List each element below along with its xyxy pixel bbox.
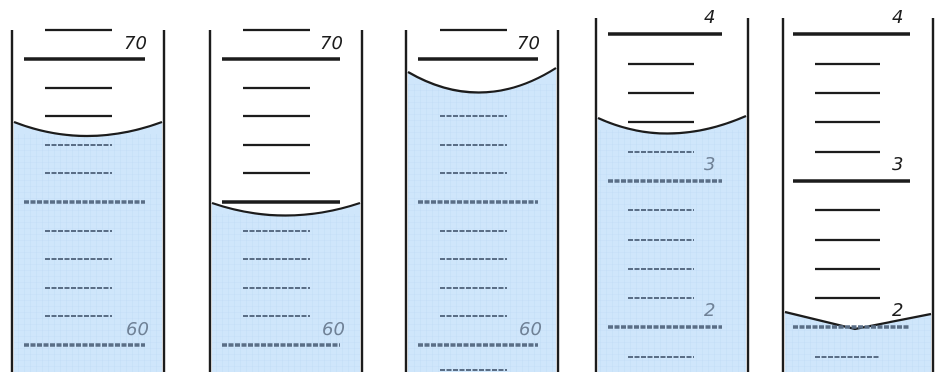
meniscus-line: [407, 67, 557, 94]
cylinder-3: 70 60: [404, 28, 560, 372]
graduation-marks: [418, 28, 538, 371]
cylinder-2: 70 60: [208, 28, 364, 372]
liquid-grid: [408, 84, 556, 372]
scale-label-top: 4: [892, 7, 903, 28]
graduation-marks: [793, 32, 910, 358]
scale-label-bottom: 60: [519, 319, 542, 340]
scale-label-bottom: 2: [704, 300, 715, 321]
scale-label-top: 70: [124, 33, 147, 54]
scale-label-top: 70: [320, 33, 343, 54]
scale-label-top: 70: [517, 33, 540, 54]
scale-label-middle: 3: [704, 154, 715, 175]
graduation-marks: [24, 28, 145, 347]
graduation-marks: [608, 32, 722, 358]
scale-label-bottom: 2: [892, 300, 903, 321]
meniscus-line: [784, 310, 932, 331]
cylinder-4: 4 3 2: [594, 7, 750, 372]
scale-label-top: 4: [704, 7, 715, 28]
meniscus-line: [597, 114, 747, 135]
liquid-grid: [212, 214, 360, 372]
cylinder-5: 4 3 2: [781, 7, 935, 372]
scale-label-bottom: 60: [126, 319, 149, 340]
meniscus-line: [13, 120, 163, 138]
scale-label-middle: 3: [892, 154, 903, 175]
meniscus-line: [211, 201, 361, 217]
cylinder-1: 70 60: [10, 28, 166, 372]
liquid-grid: [598, 130, 746, 372]
scale-label-bottom: 60: [322, 319, 345, 340]
graduation-marks: [222, 28, 340, 347]
